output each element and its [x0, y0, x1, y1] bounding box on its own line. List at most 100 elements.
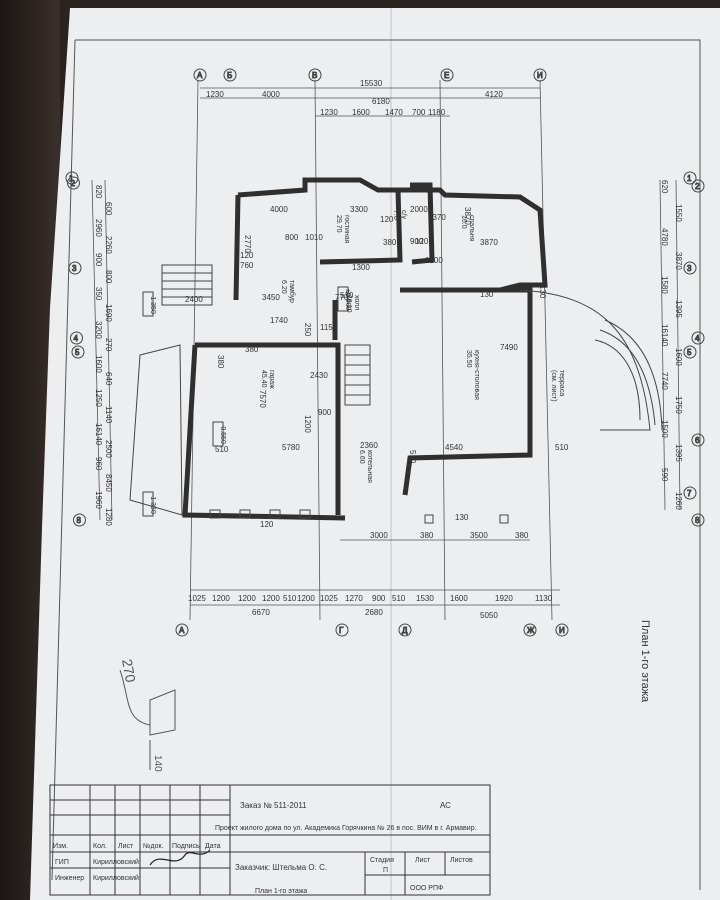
dim-bottom-row2-7: 1270	[345, 594, 363, 603]
dim-right-4: 1580	[660, 276, 669, 294]
dim-top-row3-2: 1470	[385, 108, 403, 117]
dim-left-8: 3200	[94, 321, 103, 339]
dim-right-10: 1500	[660, 420, 669, 438]
dim-left-12: 1250	[94, 389, 103, 407]
header-izm: Изм.	[53, 843, 68, 850]
axis-right-2-label: 3	[687, 264, 692, 273]
dim-inner-26: 2430	[310, 371, 328, 380]
dim-right-9: 1750	[674, 396, 683, 414]
dim-bottom-row2-10: 1530	[416, 594, 434, 603]
axis-right-7-label: 8	[695, 516, 700, 525]
axis-bottom-0	[175, 623, 189, 637]
dim-inner-31: 510	[215, 445, 229, 454]
axis-bottom-1-label: Г	[339, 626, 344, 635]
axis-left-2	[68, 261, 82, 275]
dim-bottom-row1-0: 3000	[370, 531, 388, 540]
header-doc: №док.	[143, 843, 164, 850]
axis-left-0-label: 1	[69, 174, 74, 183]
dim-top-total: 15530	[360, 79, 383, 88]
dim-left-17: 8450	[104, 474, 113, 492]
stage-label: Стадия	[370, 857, 394, 864]
dim-left-10: 1600	[94, 355, 103, 373]
dim-inner-14: 130	[538, 285, 547, 299]
dim-bottom-row3-1: 2680	[365, 608, 383, 617]
room-area-8: 6.60	[358, 450, 365, 464]
stage-value: П	[383, 867, 388, 874]
dim-inner-20: 1150	[320, 323, 338, 332]
axis-right-3	[691, 331, 705, 345]
dim-inner-37: 120	[240, 251, 254, 260]
axis-top-1	[223, 68, 237, 82]
axis-top-1-label: Б	[227, 71, 232, 80]
dim-bottom-row2-3: 1200	[262, 594, 280, 603]
dim-right-6: 16140	[660, 324, 669, 347]
axis-left-3-label: 4	[74, 334, 79, 343]
dim-inner-9: 2770	[243, 235, 252, 253]
handwritten-note-2: 140	[152, 755, 163, 772]
name-engineer: Кирилловский	[93, 874, 139, 882]
dim-right-7: 1600	[674, 348, 683, 366]
dim-left-6: 350	[94, 287, 103, 301]
dim-inner-38: 380	[245, 345, 259, 354]
level-text-1: ±0.000	[344, 289, 351, 310]
level-text-2: -0.550	[219, 424, 226, 444]
room-name-3: тамбур	[288, 280, 296, 303]
level-mark-2	[212, 421, 224, 447]
dim-inner-21: 1300	[352, 263, 370, 272]
axis-bottom-0-label: А	[179, 626, 185, 635]
axis-left-4-label: 5	[75, 348, 80, 357]
dim-inner-17: 3450	[262, 293, 280, 302]
room-area-2: 7.0	[392, 210, 399, 220]
axis-top-2-label: В	[312, 71, 317, 80]
dim-top-row3-3: 700	[412, 108, 426, 117]
dim-bottom-row2-11: 1600	[450, 594, 468, 603]
dim-inner-27: 7490	[500, 343, 518, 352]
dim-right-0: 620	[660, 180, 669, 194]
axis-top-4-label: И	[537, 71, 543, 80]
room-name-6: терраса	[558, 370, 565, 396]
dim-bottom-row1-1: 380	[420, 531, 434, 540]
dim-bottom-row2-12: 1920	[495, 594, 513, 603]
dim-bottom-row1-3: 380	[515, 531, 529, 540]
axis-right-6	[683, 486, 697, 500]
dim-inner-3: 2000	[410, 205, 428, 214]
axis-left-1-label: 2	[71, 179, 76, 188]
dim-right-2: 4780	[660, 228, 669, 246]
level-text-0: -1.350	[149, 294, 156, 314]
dim-left-0: 820	[94, 185, 103, 199]
dim-left-16: 960	[94, 457, 103, 471]
room-name-2: с/у	[400, 210, 407, 219]
dim-inner-13: 3870	[480, 238, 498, 247]
dim-top-row2-1: 4000	[262, 90, 280, 99]
dim-left-9: 270	[104, 338, 113, 352]
header-date: Дата	[205, 843, 221, 850]
dim-right-5: 1395	[674, 300, 683, 318]
dim-inner-7: 800	[285, 233, 299, 242]
dim-inner-34: 510	[408, 450, 417, 464]
axis-top-0-label: А	[197, 71, 203, 80]
axis-left-3	[70, 331, 83, 345]
dim-inner-10: 380	[383, 238, 397, 247]
dim-bottom-row2-8: 900	[372, 594, 386, 603]
dim-right-11: 1395	[674, 444, 683, 462]
level-mark-0	[142, 291, 154, 317]
dim-inner-35: 510	[555, 443, 569, 452]
dim-left-1: 600	[104, 202, 113, 216]
dim-inner-25: 130	[480, 290, 494, 299]
axis-bottom-3-label: Ж	[527, 626, 535, 635]
dim-inner-29: 7570	[258, 390, 267, 408]
axis-right-0	[683, 171, 697, 185]
room-name-7: гараж	[268, 370, 275, 389]
axis-left-4	[71, 345, 85, 359]
dim-bottom-row2-6: 1025	[320, 594, 338, 603]
dim-inner-0: 4000	[270, 205, 288, 214]
dim-inner-11: 900	[410, 237, 424, 246]
axis-right-5	[691, 433, 705, 447]
dim-bottom-row2-13: 1130	[535, 594, 553, 603]
dim-inner-12: 1200	[425, 256, 443, 265]
axis-bottom-4	[555, 623, 569, 637]
dim-right-3: 3870	[674, 252, 683, 270]
dim-right-13: 1260	[674, 492, 683, 510]
dim-inner-23: 510	[340, 291, 354, 300]
axis-right-7	[691, 513, 705, 527]
